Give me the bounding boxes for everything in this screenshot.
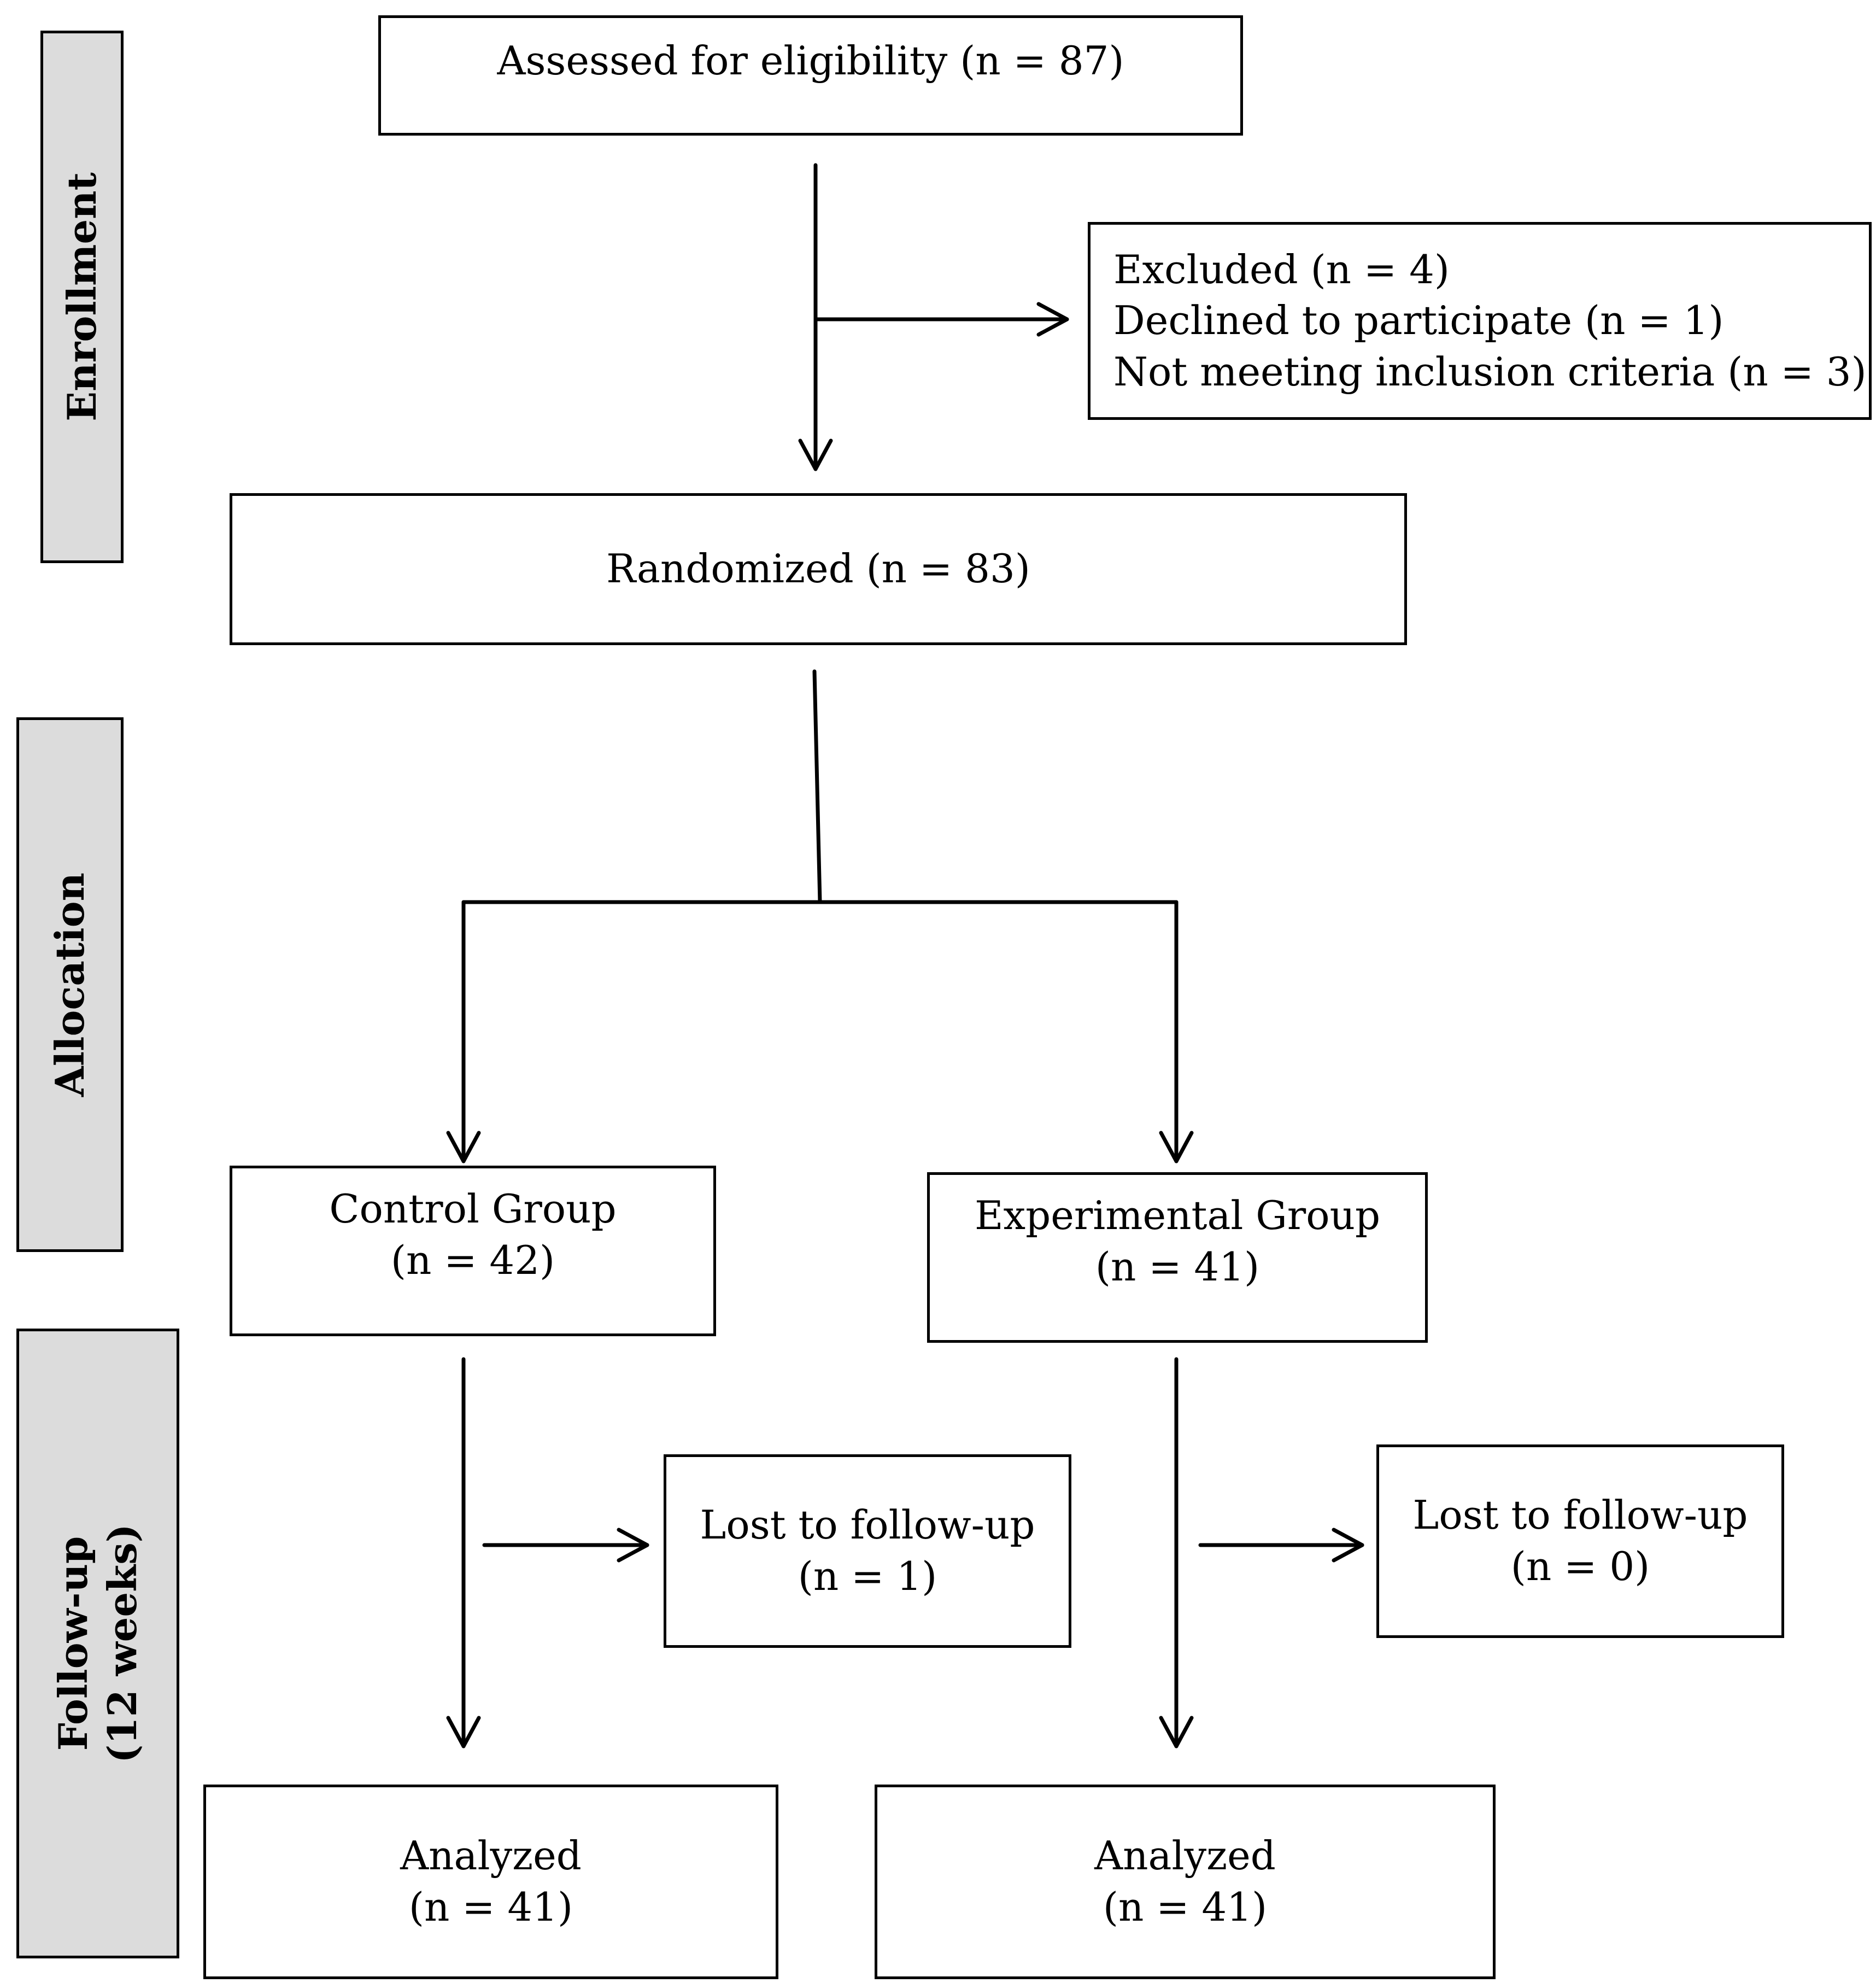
assessed-text: Assessed for eligibility (n = 87) — [497, 38, 1124, 84]
analyzed-control-box: Analyzed (n = 41) — [203, 1785, 778, 1979]
lost-experimental-label: Lost to follow-up — [1412, 1492, 1748, 1539]
experimental-group-box: Experimental Group (n = 41) — [927, 1172, 1428, 1343]
experimental-group-name: Experimental Group — [974, 1192, 1381, 1238]
lost-control-n: (n = 1) — [798, 1553, 937, 1599]
analyzed-experimental-label: Analyzed — [1094, 1833, 1276, 1879]
control-group-box: Control Group (n = 42) — [230, 1166, 716, 1336]
phase-followup: Follow-up (12 weeks) — [16, 1329, 179, 1958]
lost-control-box: Lost to follow-up (n = 1) — [664, 1454, 1071, 1648]
excluded-not-meeting: Not meeting inclusion criteria (n = 3) — [1113, 348, 1867, 395]
excluded-box: Excluded (n = 4) Declined to participate… — [1088, 222, 1872, 420]
control-group-n: (n = 42) — [390, 1237, 555, 1283]
excluded-title: Excluded (n = 4) — [1113, 246, 1450, 293]
analyzed-control-n: (n = 41) — [408, 1884, 573, 1930]
control-group-name: Control Group — [329, 1186, 617, 1232]
experimental-group-n: (n = 41) — [1095, 1243, 1260, 1290]
assessed-box: Assessed for eligibility (n = 87) — [378, 15, 1243, 136]
arrowhead-lost-experimental — [1332, 1528, 1364, 1563]
lost-control-label: Lost to follow-up — [700, 1502, 1035, 1548]
arrowhead-experimental — [1159, 1131, 1194, 1163]
phase-enrollment: Enrollment — [40, 31, 124, 563]
arrowhead-analyzed-experimental — [1159, 1716, 1194, 1748]
lost-experimental-box: Lost to follow-up (n = 0) — [1376, 1444, 1784, 1638]
arrowhead-control — [446, 1131, 481, 1163]
arrowhead-analyzed-control — [446, 1716, 481, 1748]
randomized-box: Randomized (n = 83) — [230, 493, 1407, 645]
arrowhead-excluded — [1036, 302, 1069, 337]
randomized-text: Randomized (n = 83) — [606, 546, 1030, 592]
phase-allocation: Allocation — [16, 717, 124, 1252]
lost-experimental-n: (n = 0) — [1510, 1543, 1650, 1589]
analyzed-control-label: Analyzed — [400, 1833, 582, 1879]
line-randomized-down — [812, 669, 822, 904]
arrowhead-randomized — [798, 438, 833, 471]
analyzed-experimental-box: Analyzed (n = 41) — [875, 1785, 1496, 1979]
arrowhead-lost-control — [617, 1528, 649, 1563]
excluded-declined: Declined to participate (n = 1) — [1113, 297, 1724, 344]
analyzed-experimental-n: (n = 41) — [1103, 1884, 1268, 1930]
